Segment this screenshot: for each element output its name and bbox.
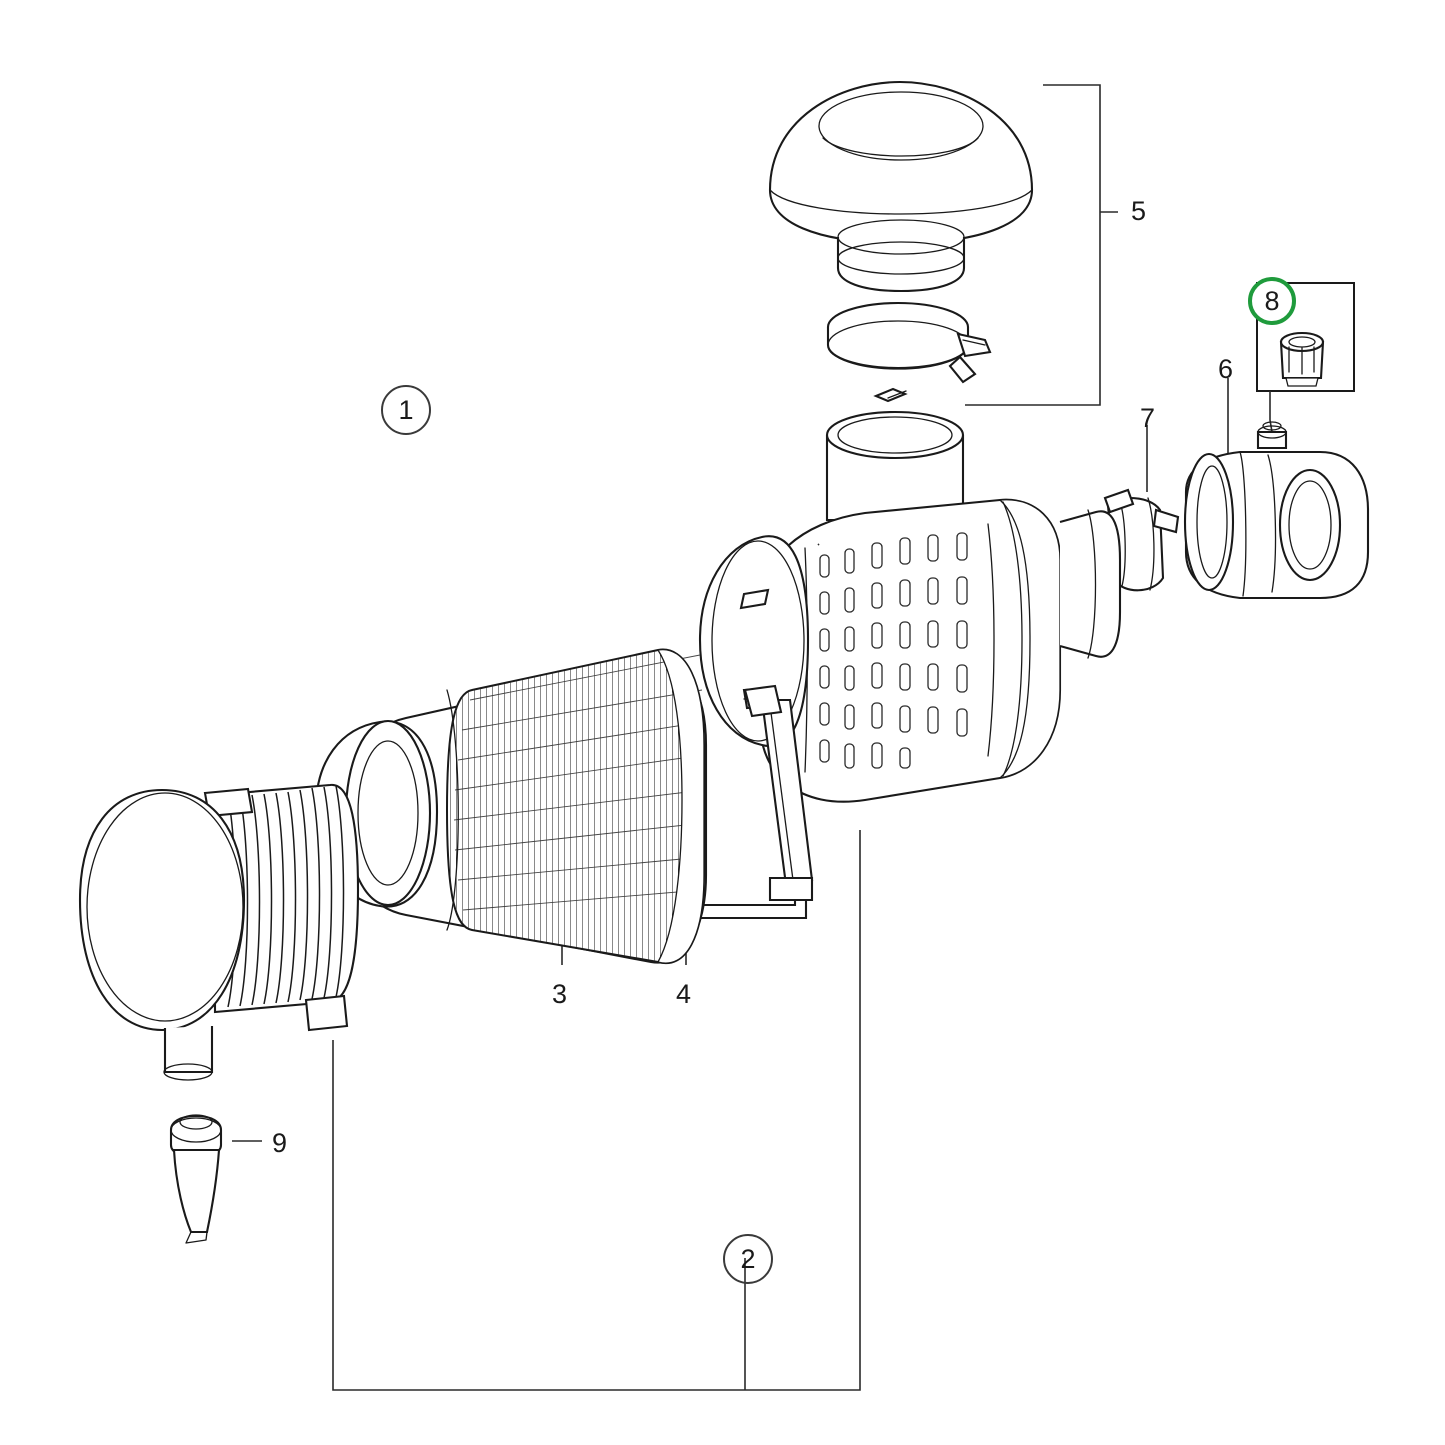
callout-3-label: 3 bbox=[552, 979, 568, 1009]
callout-1[interactable]: 1 bbox=[381, 385, 431, 435]
callout-1-label: 1 bbox=[398, 394, 414, 425]
callout-8-highlighted[interactable]: 8 bbox=[1248, 277, 1296, 325]
callout-9-label: 9 bbox=[272, 1128, 288, 1158]
callout-6[interactable]: 6 bbox=[1218, 356, 1233, 383]
callout-2-label: 2 bbox=[740, 1243, 756, 1274]
callout-3[interactable]: 3 bbox=[552, 981, 567, 1008]
callout-6-label: 6 bbox=[1218, 354, 1234, 384]
callout-7[interactable]: 7 bbox=[1140, 405, 1155, 432]
callout-5-label: 5 bbox=[1131, 196, 1147, 226]
callout-9[interactable]: 9 bbox=[272, 1130, 287, 1157]
callout-4-label: 4 bbox=[676, 979, 692, 1009]
callout-2[interactable]: 2 bbox=[723, 1234, 773, 1284]
callout-5[interactable]: 5 bbox=[1131, 198, 1146, 225]
callout-4[interactable]: 4 bbox=[676, 981, 691, 1008]
callout-8-label: 8 bbox=[1264, 285, 1280, 316]
callout-7-label: 7 bbox=[1140, 403, 1156, 433]
